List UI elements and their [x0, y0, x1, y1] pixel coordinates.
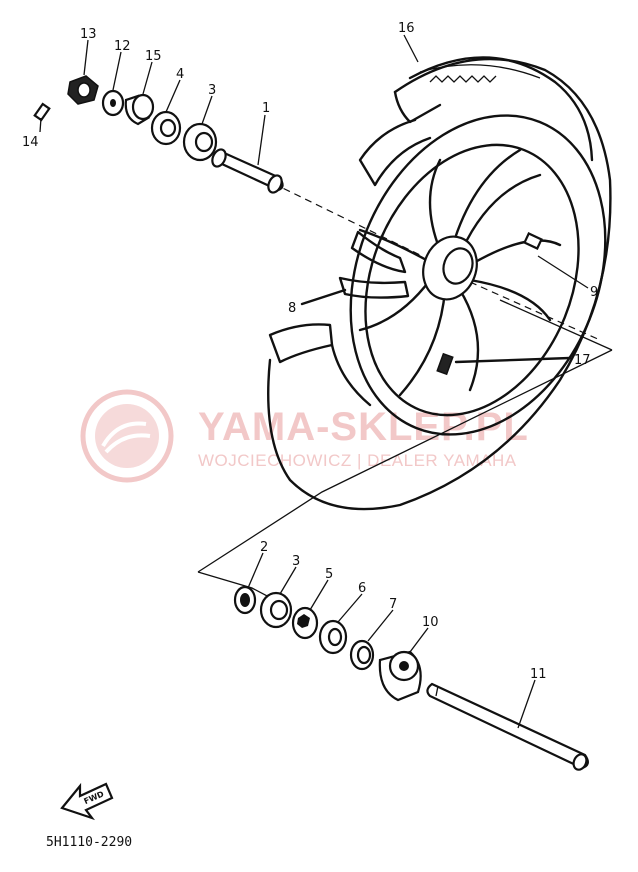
part-11-wheel-axle [426, 682, 589, 770]
callout-13: 13 [80, 27, 97, 42]
assembly-outline-upper [197, 349, 613, 573]
callout-9: 9 [590, 285, 598, 300]
callout-7: 7 [389, 597, 397, 612]
spoke-stub-lower [338, 276, 410, 299]
callout-14: 14 [22, 135, 39, 150]
valve-stem [436, 352, 454, 376]
hub-bore [442, 247, 474, 285]
tire-tread-pattern [419, 64, 541, 79]
callout-1: 1 [262, 101, 270, 116]
callout-11: 11 [530, 667, 547, 682]
tire-cut-top [393, 90, 442, 124]
fwd-arrow: FWD [60, 782, 114, 821]
spoke-stub-upper [350, 230, 407, 274]
wheel-spokes [358, 148, 562, 397]
callout-8: 8 [288, 301, 296, 316]
rim-cut-bottom [330, 343, 372, 407]
upper-parts [33, 75, 284, 194]
part-14-cotter-pin [33, 102, 51, 122]
axis-line-upper [261, 177, 421, 256]
watermark-title: YAMA-SKLEP.PL [198, 405, 529, 449]
callout-6: 6 [358, 581, 366, 596]
tire-tread-zigzag [429, 75, 497, 83]
watermark: YAMA-SKLEP.PL WOJCIECHOWICZ | DEALER YAM… [80, 389, 529, 483]
rim-inner [364, 143, 580, 417]
wheel-assembly [267, 56, 612, 511]
callout-15: 15 [145, 49, 162, 64]
axis-line-right [469, 281, 601, 341]
tire-tread-top [408, 56, 594, 162]
lower-parts [233, 585, 589, 771]
callout-numbers: 13 12 15 4 3 1 14 16 9 8 17 2 3 5 6 7 10… [22, 21, 598, 682]
rim-cut-top [358, 118, 432, 187]
tire-outer [267, 57, 612, 511]
diagram-code: 5H1110-2290 [46, 835, 132, 850]
watermark-subtitle: WOJCIECHOWICZ | DEALER YAMAHA [198, 451, 517, 470]
callout-4: 4 [176, 67, 184, 82]
callout-3-upper: 3 [208, 83, 216, 98]
leader-lines [39, 34, 589, 729]
callout-10: 10 [422, 615, 439, 630]
part-15-collar-face [131, 93, 155, 121]
rim-outer [349, 114, 607, 436]
callout-16: 16 [398, 21, 415, 36]
assembly-outline-right [499, 299, 613, 351]
watermark-logo-ring [80, 389, 174, 483]
callout-17: 17 [574, 353, 591, 368]
callout-5: 5 [325, 567, 333, 582]
tire-cut-bottom [268, 323, 334, 364]
callout-12: 12 [114, 39, 131, 54]
callout-2: 2 [260, 540, 268, 555]
watermark-logo-mark [101, 421, 151, 454]
balance-weight [523, 232, 543, 250]
callout-3-lower: 3 [292, 554, 300, 569]
fwd-arrow-icon [60, 782, 114, 821]
